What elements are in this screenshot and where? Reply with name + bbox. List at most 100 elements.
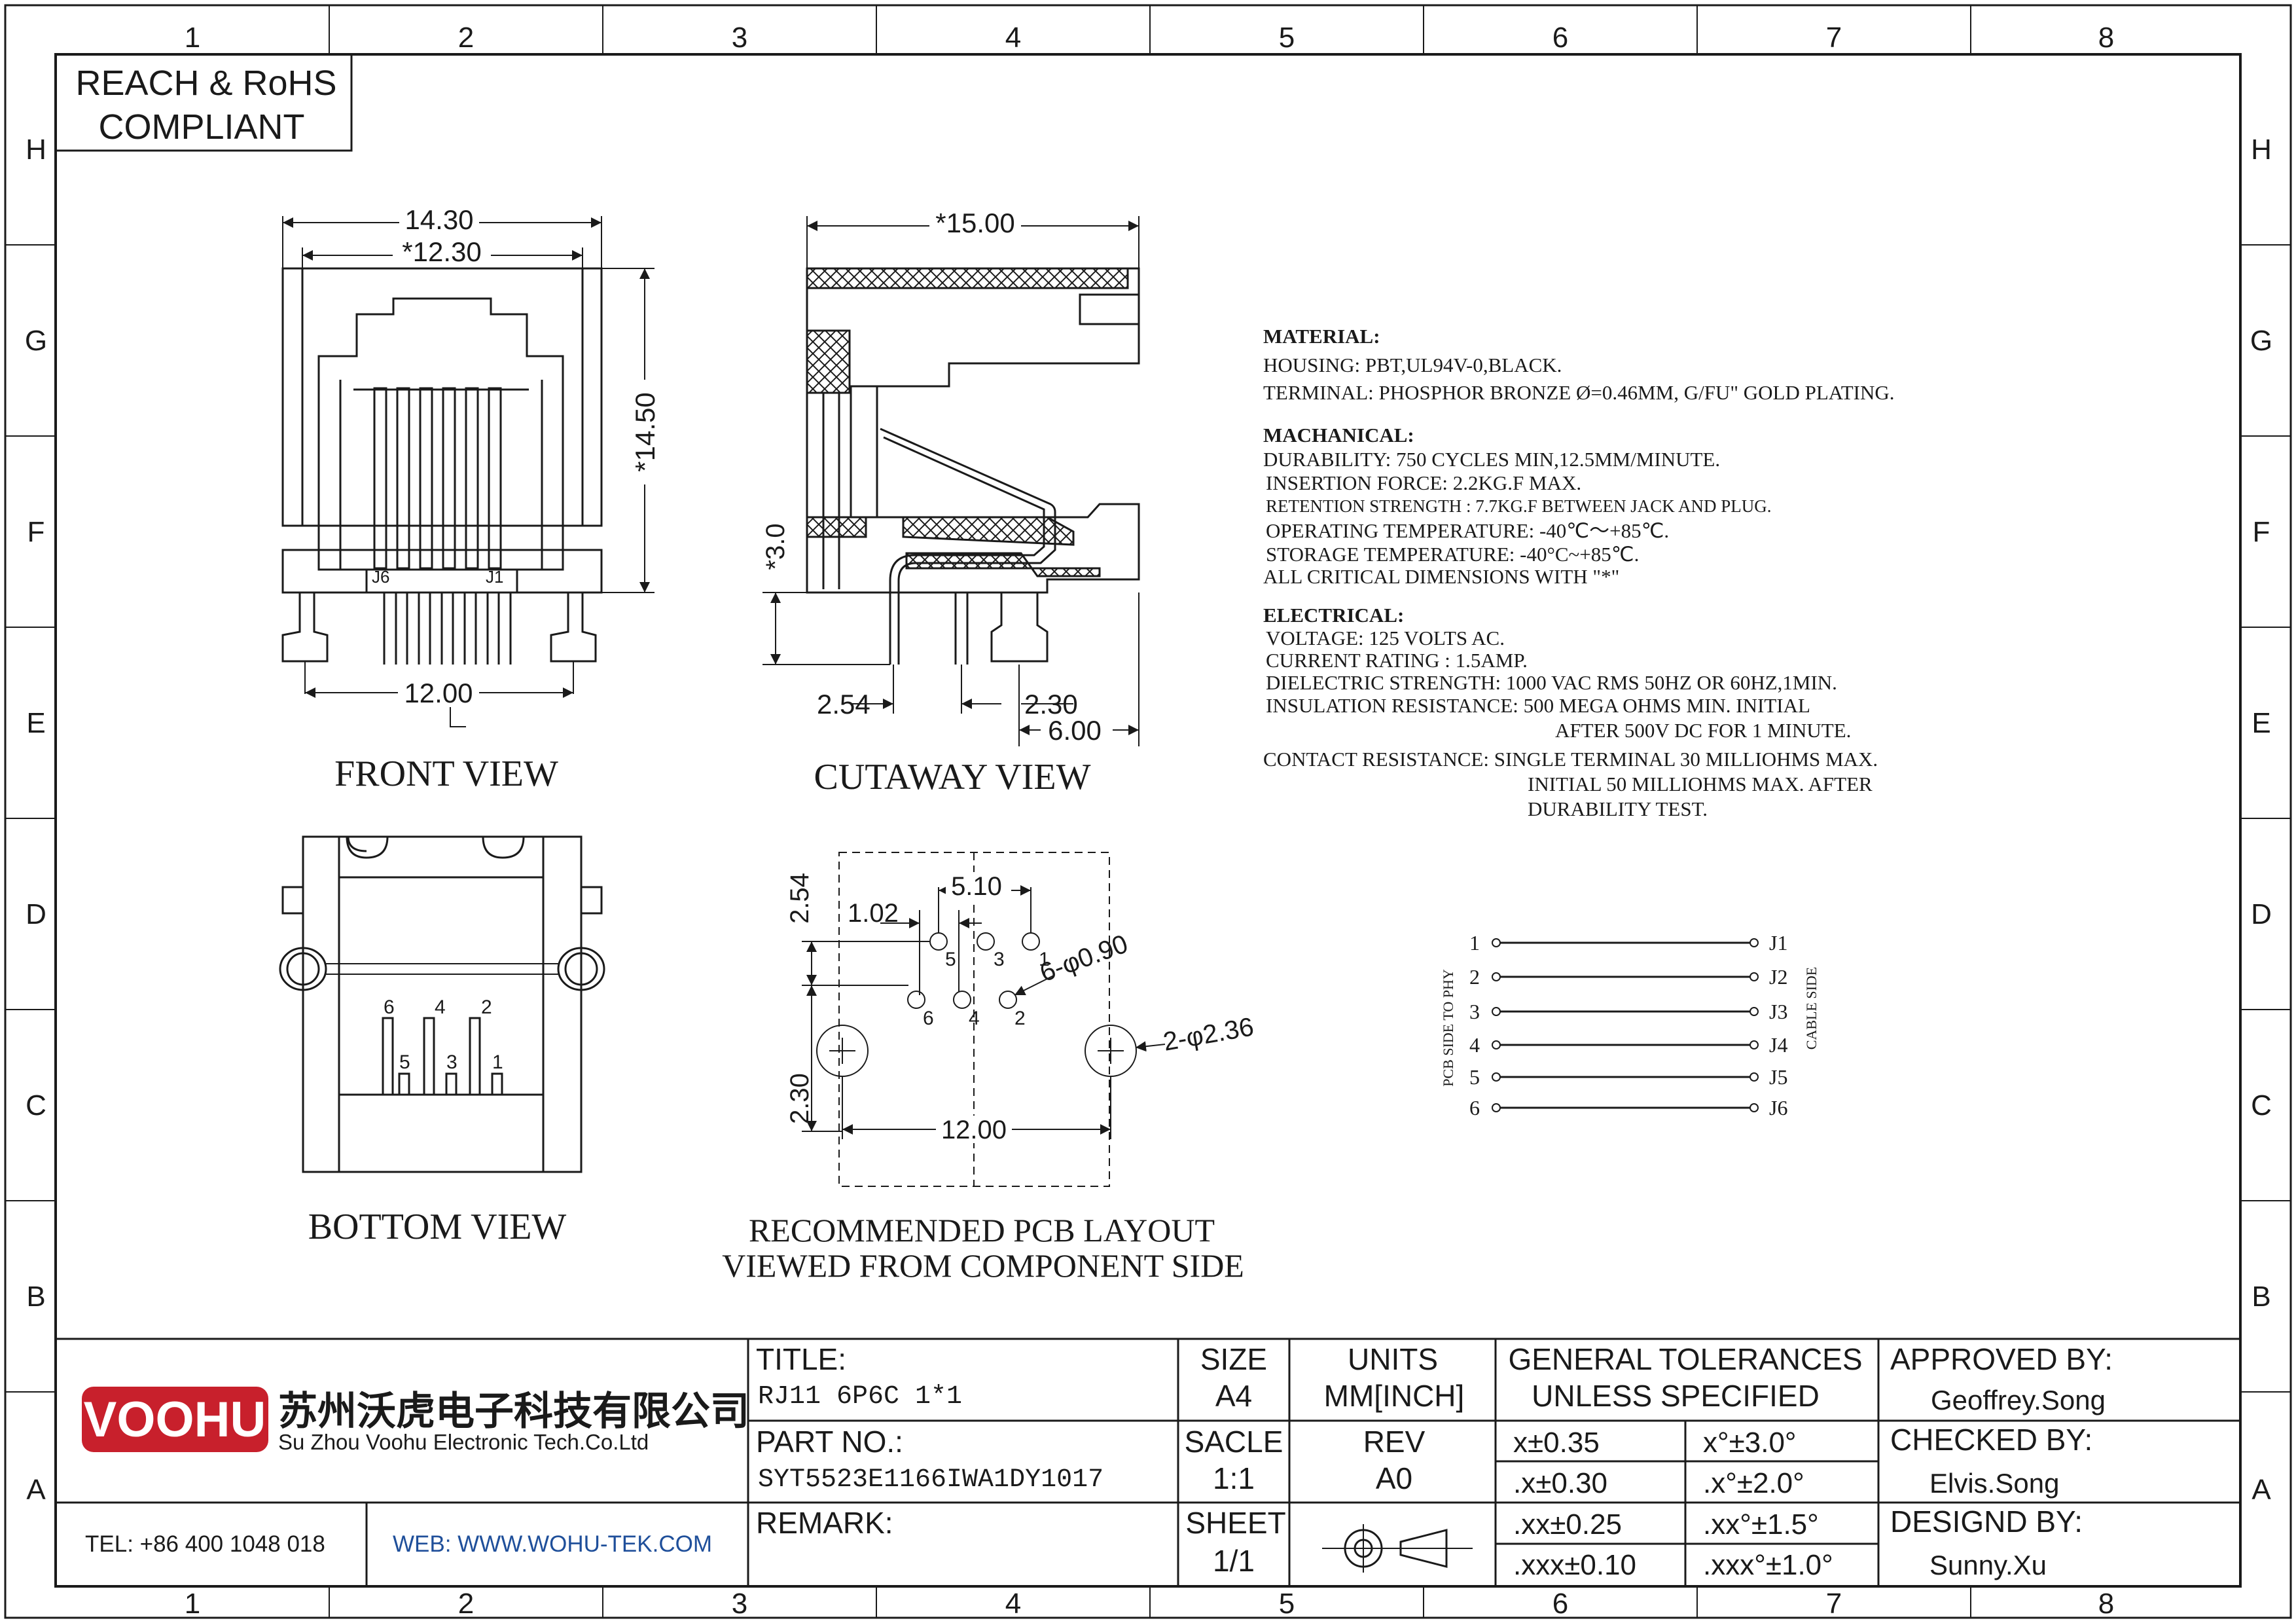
col-label: 8 bbox=[2098, 1588, 2114, 1620]
partno-value: SYT5523E1166IWA1DY1017 bbox=[758, 1465, 1103, 1495]
spec-heading: ELECTRICAL: bbox=[1263, 604, 1404, 627]
dim-label: 5.10 bbox=[951, 872, 1002, 901]
cutaway-view-title: CUTAWAY VIEW bbox=[814, 757, 1091, 797]
spec-heading: MATERIAL: bbox=[1263, 325, 1380, 348]
title-label: TITLE: bbox=[756, 1342, 846, 1376]
pin-label: 2 bbox=[481, 996, 492, 1018]
pcb-title-line: VIEWED FROM COMPONENT SIDE bbox=[722, 1247, 1244, 1284]
tolerance-angular: x°±3.0° bbox=[1703, 1427, 1797, 1459]
dim-label: *14.50 bbox=[630, 392, 660, 471]
tolerance-angular: .xxx°±1.0° bbox=[1703, 1549, 1833, 1581]
dim-label: 2.54 bbox=[817, 689, 870, 720]
dim-label: 2-φ2.36 bbox=[1161, 1012, 1256, 1057]
wire-left-label: 3 bbox=[1469, 1000, 1480, 1023]
dim-label: 2.30 bbox=[785, 1073, 814, 1124]
spec-notes: MATERIAL: HOUSING: PBT,UL94V-0,BLACK. TE… bbox=[1263, 325, 1895, 820]
spec-line: INSERTION FORCE: 2.2KG.F MAX. bbox=[1266, 471, 1581, 494]
wire-left-label: 2 bbox=[1469, 965, 1480, 989]
wire-right-label: J2 bbox=[1769, 965, 1787, 989]
spec-line: STORAGE TEMPERATURE: -40°C~+85℃. bbox=[1266, 543, 1639, 566]
tolerance-title: GENERAL TOLERANCES bbox=[1508, 1342, 1862, 1376]
wire-right-label: J5 bbox=[1769, 1065, 1787, 1089]
col-label: 3 bbox=[732, 1588, 747, 1620]
size-value: A4 bbox=[1215, 1379, 1252, 1413]
wiring-diagram bbox=[1492, 938, 1759, 1112]
pin-label: 1 bbox=[1039, 949, 1050, 970]
spec-line: CONTACT RESISTANCE: SINGLE TERMINAL 30 M… bbox=[1263, 748, 1878, 771]
company-web: WEB: WWW.WOHU-TEK.COM bbox=[393, 1531, 712, 1557]
col-label: 2 bbox=[458, 22, 474, 54]
spec-line: RETENTION STRENGTH : 7.7KG.F BETWEEN JAC… bbox=[1266, 496, 1771, 516]
row-label: F bbox=[27, 516, 45, 548]
wire-left-label: 6 bbox=[1469, 1096, 1480, 1120]
sheet-value: 1/1 bbox=[1213, 1544, 1255, 1578]
pcb-pin-labels: 5 3 1 6 4 2 bbox=[923, 949, 1050, 1029]
pin-label: 6 bbox=[923, 1008, 934, 1029]
col-label: 3 bbox=[732, 22, 747, 54]
col-label: 1 bbox=[185, 22, 200, 54]
row-label: H bbox=[2251, 134, 2272, 166]
row-label: G bbox=[2250, 325, 2272, 357]
scale-value: 1:1 bbox=[1213, 1461, 1255, 1495]
sheet-label: SHEET bbox=[1185, 1506, 1285, 1540]
dim-label: 6.00 bbox=[1048, 715, 1102, 746]
wire-side-label: CABLE SIDE bbox=[1803, 967, 1820, 1050]
row-label: E bbox=[26, 707, 45, 739]
col-label: 4 bbox=[1005, 22, 1021, 54]
dim-label: 2.54 bbox=[785, 873, 814, 924]
tolerance-linear: .xx±0.25 bbox=[1513, 1508, 1622, 1541]
tolerance-title: UNLESS SPECIFIED bbox=[1532, 1379, 1820, 1413]
dim-label: *15.00 bbox=[935, 208, 1014, 238]
spec-line: VOLTAGE: 125 VOLTS AC. bbox=[1266, 627, 1505, 649]
rev-value: A0 bbox=[1376, 1461, 1412, 1495]
dim-label: 12.00 bbox=[941, 1116, 1007, 1144]
cutaway-dims: *15.00 *3.0 2.54 2.30 6.00 bbox=[761, 208, 1113, 746]
bottom-view bbox=[279, 835, 605, 1173]
tolerance-angular: .x°±2.0° bbox=[1703, 1467, 1804, 1499]
col-label: 6 bbox=[1552, 22, 1568, 54]
remark-label: REMARK: bbox=[756, 1506, 893, 1540]
row-label: C bbox=[26, 1089, 46, 1122]
title-value: RJ11 6P6C 1*1 bbox=[758, 1382, 962, 1412]
tolerance-linear: .x±0.30 bbox=[1513, 1467, 1607, 1499]
row-label: B bbox=[2251, 1281, 2270, 1313]
dim-label: *12.30 bbox=[402, 236, 481, 267]
pin-label: 4 bbox=[969, 1008, 980, 1029]
row-label: D bbox=[26, 898, 46, 930]
front-view bbox=[281, 216, 655, 727]
dim-label: 1.02 bbox=[848, 899, 899, 928]
col-label: 6 bbox=[1552, 1588, 1568, 1620]
pin-label: 6 bbox=[384, 996, 395, 1018]
border-zone-labels: 1 2 3 4 5 6 7 8 1 2 3 4 5 6 7 8 H G F E … bbox=[25, 22, 2272, 1620]
wire-left-label: 5 bbox=[1469, 1065, 1480, 1089]
row-label: H bbox=[26, 134, 46, 166]
pin-label: 5 bbox=[399, 1051, 410, 1073]
units-value: MM[INCH] bbox=[1324, 1379, 1465, 1413]
col-label: 4 bbox=[1005, 1588, 1021, 1620]
col-label: 7 bbox=[1826, 1588, 1842, 1620]
wire-left-label: 1 bbox=[1469, 931, 1480, 955]
row-label: E bbox=[2251, 707, 2270, 739]
row-label: A bbox=[2251, 1474, 2271, 1506]
size-label: SIZE bbox=[1200, 1342, 1267, 1376]
col-label: 1 bbox=[185, 1588, 200, 1620]
spec-line: DURABILITY TEST. bbox=[1528, 797, 1708, 820]
spec-line: TERMINAL: PHOSPHOR BRONZE Ø=0.46MM, G/FU… bbox=[1263, 381, 1895, 404]
pin-label: 2 bbox=[1014, 1008, 1026, 1029]
spec-line: OPERATING TEMPERATURE: -40℃～+85℃. bbox=[1266, 519, 1669, 542]
compliance-box: REACH & RoHS COMPLIANT bbox=[54, 53, 353, 152]
company-name-en: Su Zhou Voohu Electronic Tech.Co.Ltd bbox=[278, 1430, 649, 1454]
spec-line: INSULATION RESISTANCE: 500 MEGA OHMS MIN… bbox=[1266, 694, 1810, 717]
spec-line: ALL CRITICAL DIMENSIONS WITH "*" bbox=[1263, 565, 1619, 588]
pin-label: 5 bbox=[945, 949, 956, 970]
front-view-title: FRONT VIEW bbox=[334, 754, 558, 794]
spec-line: DURABILITY: 750 CYCLES MIN,12.5MM/MINUTE… bbox=[1263, 448, 1720, 471]
row-label: A bbox=[26, 1474, 46, 1506]
row-label: D bbox=[2251, 898, 2272, 930]
dim-label: 6-φ0.90 bbox=[1036, 929, 1132, 987]
front-dims: 14.30 *12.30 *14.50 12.00 J6 J1 bbox=[372, 204, 660, 708]
sheet-border bbox=[4, 4, 2292, 1619]
checked-label: CHECKED BY: bbox=[1890, 1423, 2092, 1457]
design-label: DESIGND BY: bbox=[1890, 1504, 2083, 1539]
